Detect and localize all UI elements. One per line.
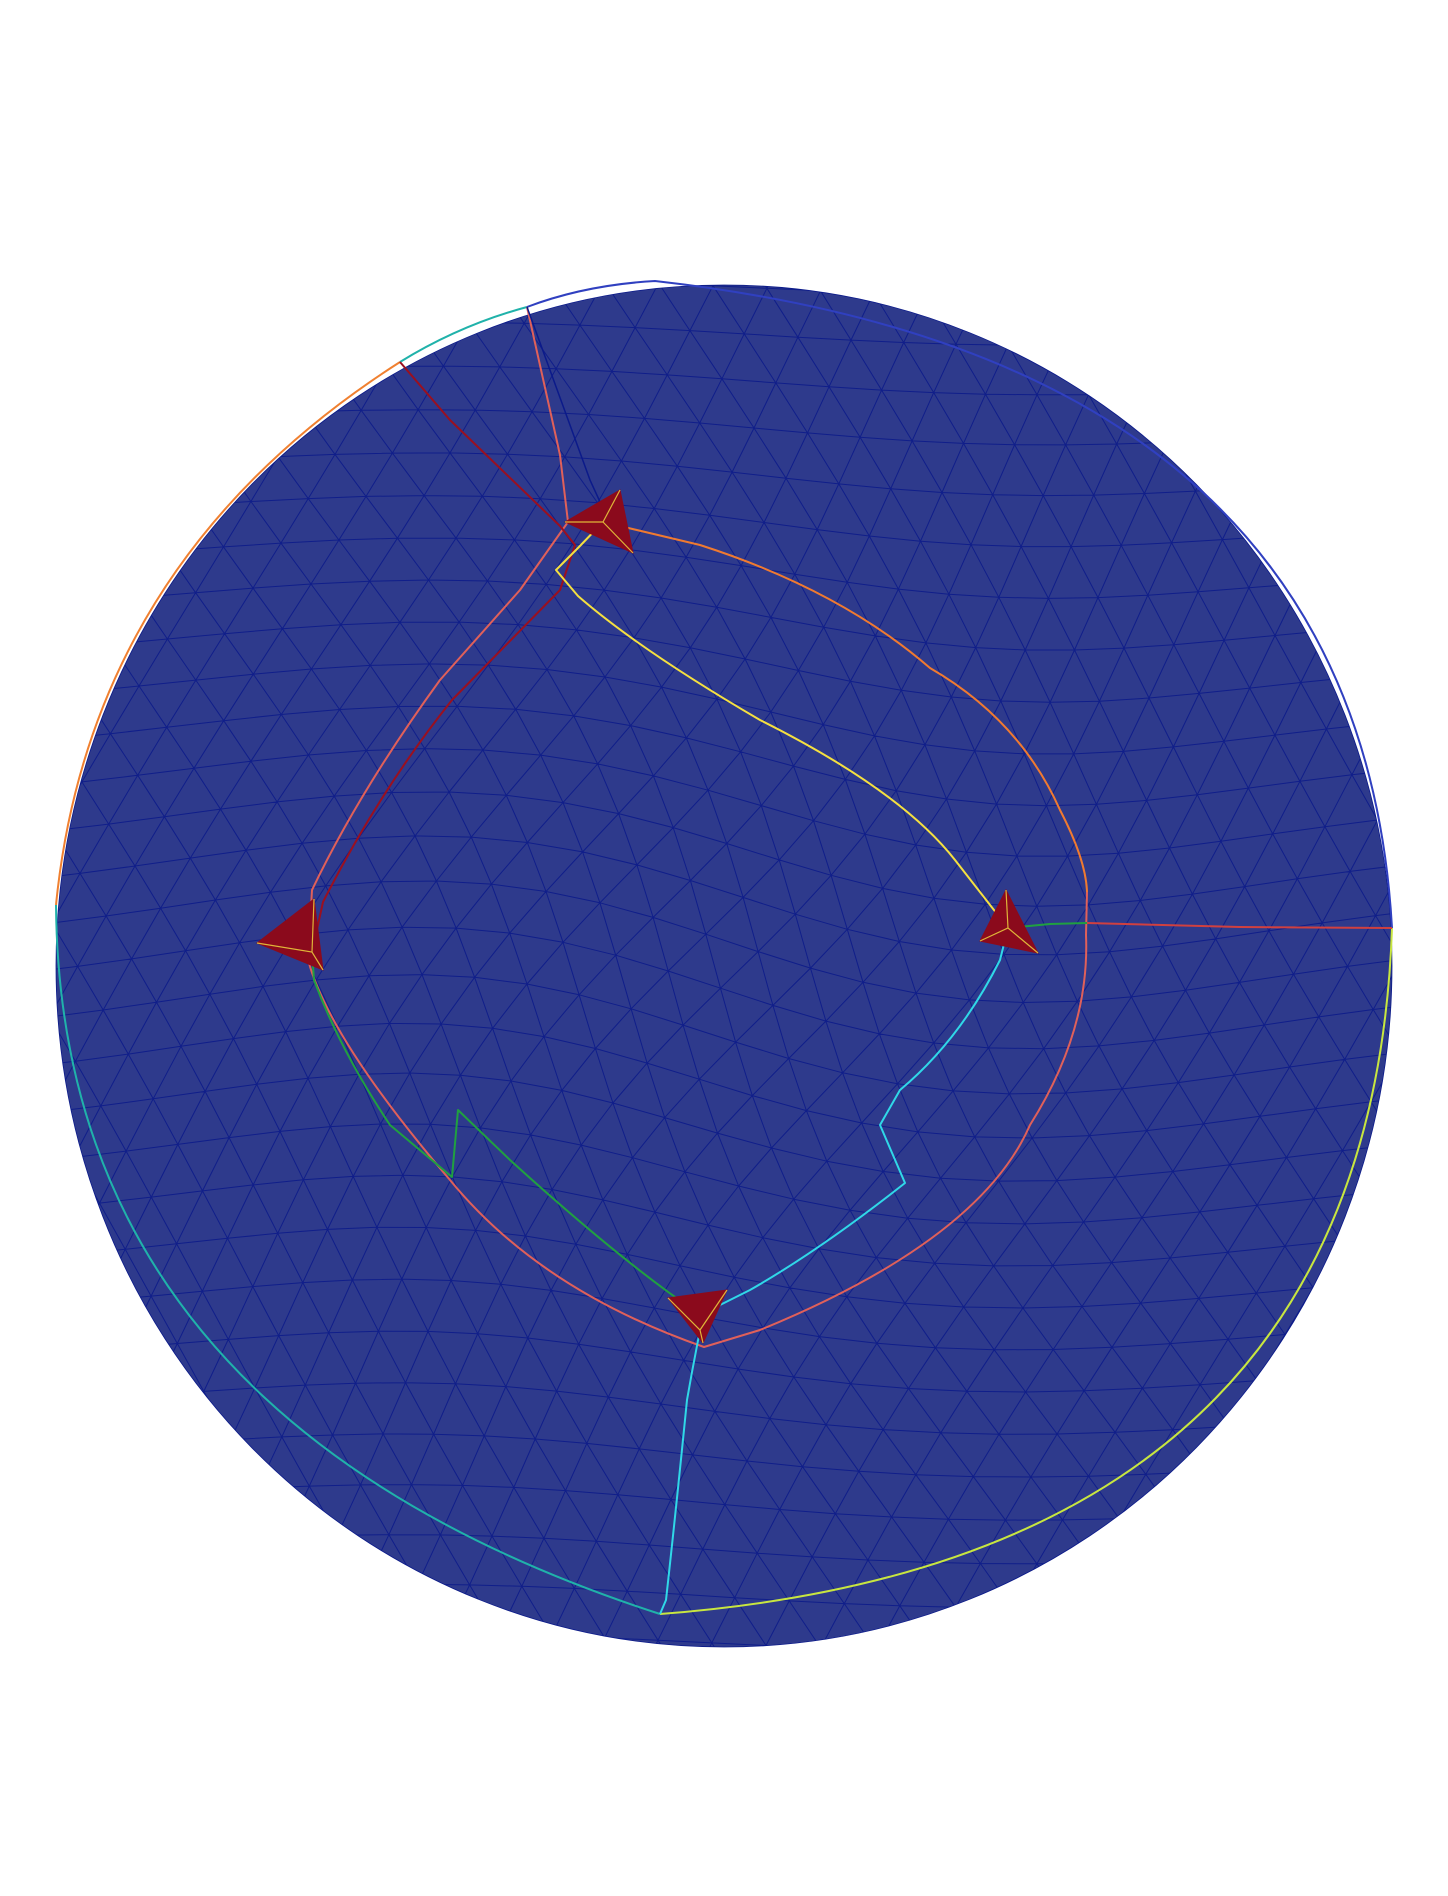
disk-outline [55,284,1393,1648]
yellow-path [555,521,1009,929]
outer-loop-path [307,306,1088,1348]
marked-triangle-left [256,898,324,971]
disk-boundary [55,279,1393,1615]
red-right-path [1086,922,1393,929]
marked-triangle-bottom [667,1289,728,1344]
dark-red-path [311,361,576,953]
orange-arc-path [602,521,1088,893]
cyan-path [659,927,1009,1615]
marked-triangle-right [979,888,1039,954]
boundary-arc-bottom-right [659,927,1393,1615]
boundary-arc-left [55,361,401,906]
boundary-arc-bottom-left [55,904,661,1615]
boundary-arc-right [526,279,1393,929]
marked-triangle-details [256,489,1039,1344]
boundary-arc-top-left [399,306,528,363]
mesh-disk [56,285,1392,1647]
